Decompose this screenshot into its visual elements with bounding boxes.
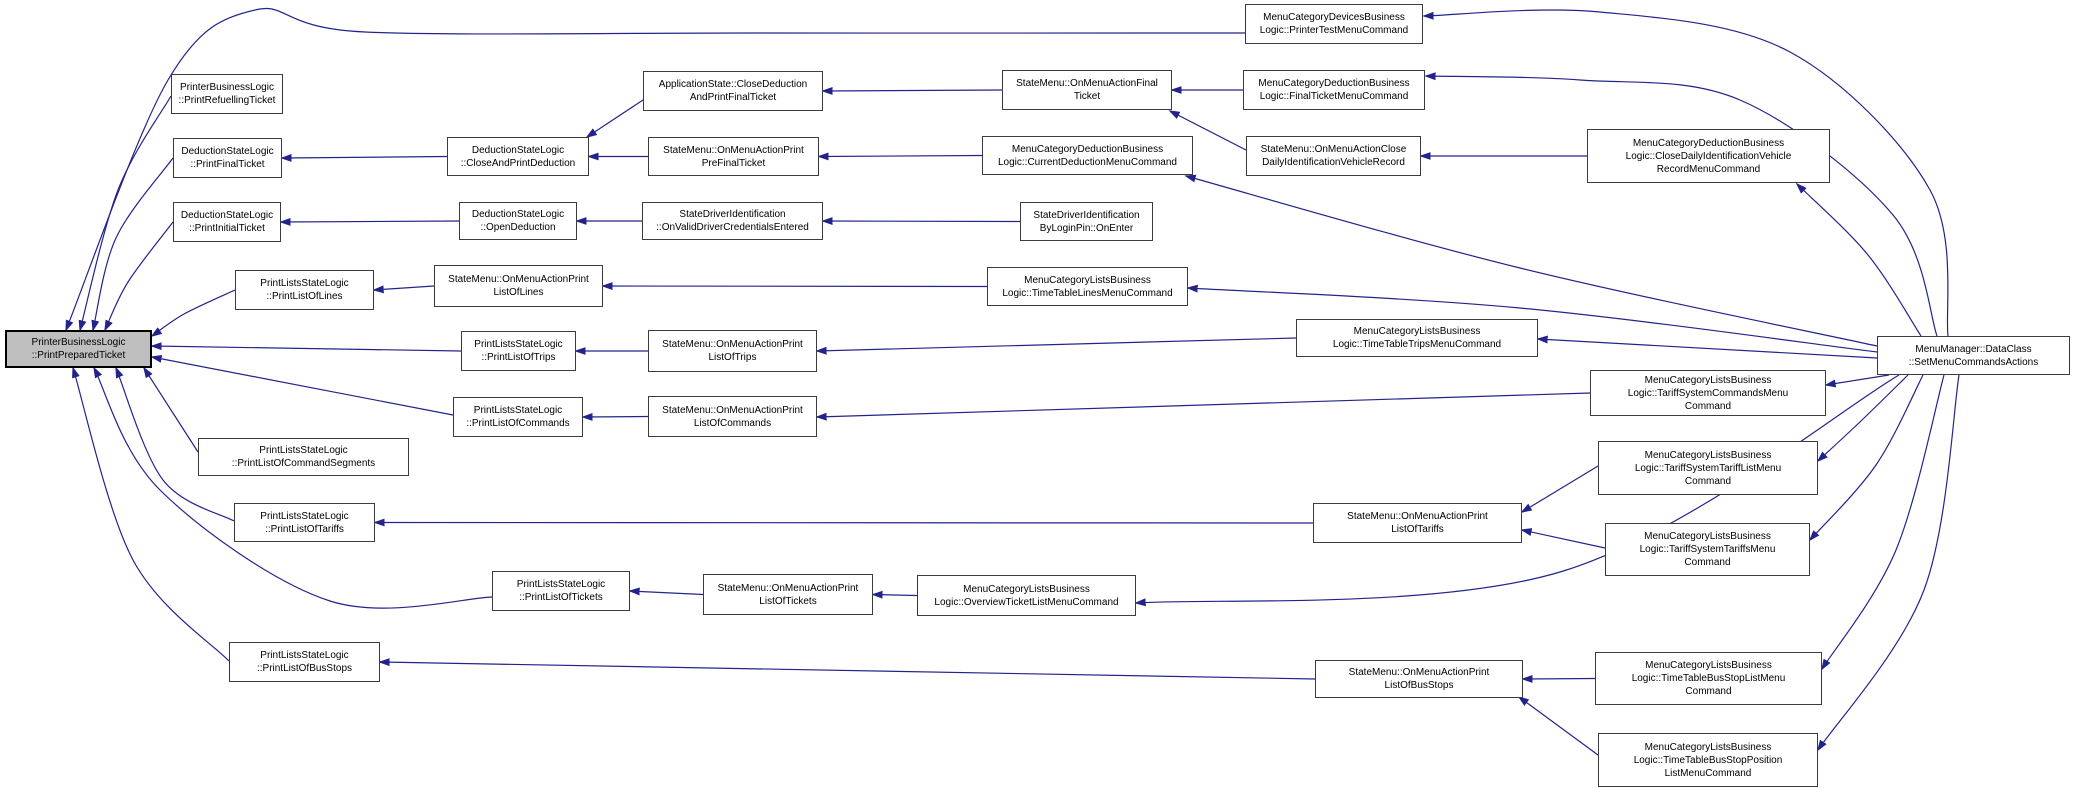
edge-on-menu-action-print-list-of-tickets-to-print-list-of-tickets	[628, 587, 704, 596]
node-tariff-system-tariffs-menu-command[interactable]: MenuCategoryListsBusiness Logic::TariffS…	[1605, 523, 1810, 576]
node-print-refuelling-ticket[interactable]: PrinterBusinessLogic ::PrintRefuellingTi…	[171, 74, 283, 114]
node-print-list-of-command-segments[interactable]: PrintListsStateLogic ::PrintListOfComman…	[198, 438, 409, 476]
node-print-list-of-tariffs[interactable]: PrintListsStateLogic ::PrintListOfTariff…	[234, 503, 375, 542]
node-time-table-lines-menu-command[interactable]: MenuCategoryListsBusiness Logic::TimeTab…	[987, 267, 1188, 306]
edge-set-menu-commands-actions-to-time-table-trips-menu-command	[1536, 335, 1878, 359]
edge-print-final-ticket-to-print-prepared-ticket	[91, 157, 174, 332]
edge-print-initial-ticket-to-print-prepared-ticket	[104, 221, 174, 332]
node-final-ticket-menu-command[interactable]: MenuCategoryDeductionBusiness Logic::Fin…	[1243, 70, 1425, 110]
node-close-deduction-and-print-final-ticket[interactable]: ApplicationState::CloseDeduction AndPrin…	[643, 71, 823, 111]
node-printer-test-menu-command[interactable]: MenuCategoryDevicesBusiness Logic::Print…	[1245, 4, 1423, 44]
edge-print-list-of-tickets-to-print-prepared-ticket	[93, 366, 493, 609]
edge-tariff-system-tariff-list-menu-command-to-on-menu-action-print-list-of-tariffs	[1520, 465, 1599, 513]
edge-print-list-of-bus-stops-to-print-prepared-ticket	[72, 366, 230, 662]
node-on-menu-action-print-list-of-commands[interactable]: StateMenu::OnMenuActionPrint ListOfComma…	[648, 396, 817, 437]
edge-set-menu-commands-actions-to-tariff-system-tariffs-menu-command	[1808, 374, 1924, 542]
node-close-daily-identification-vehicle-record-menu-command[interactable]: MenuCategoryDeductionBusiness Logic::Clo…	[1587, 129, 1830, 183]
edge-by-login-pin-on-enter-to-on-valid-driver-credentials-entered	[821, 217, 1021, 226]
edge-set-menu-commands-actions-to-time-table-bus-stop-list-menu-command	[1821, 374, 1945, 671]
node-print-prepared-ticket: PrinterBusinessLogic ::PrintPreparedTick…	[5, 330, 152, 368]
edge-time-table-bus-stop-list-menu-command-to-on-menu-action-print-list-of-bus-stops	[1521, 674, 1596, 683]
node-tariff-system-tariff-list-menu-command[interactable]: MenuCategoryListsBusiness Logic::TariffS…	[1598, 441, 1818, 495]
node-current-deduction-menu-command[interactable]: MenuCategoryDeductionBusiness Logic::Cur…	[982, 136, 1193, 175]
node-print-list-of-lines[interactable]: PrintListsStateLogic ::PrintListOfLines	[235, 270, 374, 310]
edge-on-menu-action-print-list-of-tariffs-to-print-list-of-tariffs	[373, 518, 1314, 527]
node-on-menu-action-print-list-of-tickets[interactable]: StateMenu::OnMenuActionPrint ListOfTicke…	[703, 574, 873, 615]
edge-close-and-print-deduction-to-print-final-ticket	[280, 153, 448, 162]
node-on-menu-action-print-pre-final-ticket[interactable]: StateMenu::OnMenuActionPrint PreFinalTic…	[648, 137, 819, 176]
edge-set-menu-commands-actions-to-final-ticket-menu-command	[1424, 72, 1938, 337]
node-print-list-of-tickets[interactable]: PrintListsStateLogic ::PrintListOfTicket…	[492, 571, 630, 611]
node-print-list-of-commands[interactable]: PrintListsStateLogic ::PrintListOfComman…	[453, 397, 583, 437]
edge-tariff-system-commands-menu-command-to-on-menu-action-print-list-of-commands	[815, 392, 1591, 421]
edge-print-refuelling-ticket-to-print-prepared-ticket	[78, 95, 172, 332]
edge-set-menu-commands-actions-to-time-table-bus-stop-position-list-menu-command	[1817, 374, 1960, 752]
node-set-menu-commands-actions[interactable]: MenuManager::DataClass ::SetMenuCommands…	[1877, 336, 2070, 375]
node-time-table-bus-stop-list-menu-command[interactable]: MenuCategoryListsBusiness Logic::TimeTab…	[1595, 652, 1822, 705]
node-on-menu-action-final-ticket[interactable]: StateMenu::OnMenuActionFinal Ticket	[1002, 70, 1172, 110]
node-tariff-system-commands-menu-command[interactable]: MenuCategoryListsBusiness Logic::TariffS…	[1590, 370, 1826, 416]
edge-on-menu-action-final-ticket-to-close-deduction-and-print-final-ticket	[821, 86, 1003, 95]
node-print-final-ticket[interactable]: DeductionStateLogic ::PrintFinalTicket	[173, 138, 282, 178]
edge-print-list-of-command-segments-to-print-prepared-ticket	[143, 366, 199, 453]
node-on-menu-action-print-list-of-lines[interactable]: StateMenu::OnMenuActionPrint ListOfLines	[434, 265, 603, 307]
edge-time-table-trips-menu-command-to-on-menu-action-print-list-of-trips	[815, 337, 1297, 355]
edge-print-list-of-trips-to-print-prepared-ticket	[150, 342, 462, 352]
edge-overview-ticket-list-menu-command-to-on-menu-action-print-list-of-tickets	[871, 590, 918, 599]
edge-on-menu-action-print-list-of-bus-stops-to-print-list-of-bus-stops	[378, 658, 1316, 680]
node-on-menu-action-close-daily-identification-vehicle-record[interactable]: StateMenu::OnMenuActionClose DailyIdenti…	[1246, 136, 1421, 176]
node-by-login-pin-on-enter[interactable]: StateDriverIdentification ByLoginPin::On…	[1020, 202, 1153, 241]
node-print-list-of-trips[interactable]: PrintListsStateLogic ::PrintListOfTrips	[461, 331, 576, 371]
edge-close-deduction-and-print-final-ticket-to-close-and-print-deduction	[585, 99, 644, 138]
edge-tariff-system-tariffs-menu-command-to-on-menu-action-print-list-of-tariffs	[1520, 528, 1606, 549]
node-time-table-trips-menu-command[interactable]: MenuCategoryListsBusiness Logic::TimeTab…	[1296, 319, 1538, 357]
node-print-list-of-bus-stops[interactable]: PrintListsStateLogic ::PrintListOfBusSto…	[229, 642, 380, 682]
edge-print-list-of-commands-to-print-prepared-ticket	[150, 354, 454, 416]
node-overview-ticket-list-menu-command[interactable]: MenuCategoryListsBusiness Logic::Overvie…	[917, 575, 1136, 616]
node-on-menu-action-print-list-of-bus-stops[interactable]: StateMenu::OnMenuActionPrint ListOfBusSt…	[1315, 660, 1523, 698]
node-on-menu-action-print-list-of-trips[interactable]: StateMenu::OnMenuActionPrint ListOfTrips	[648, 330, 817, 372]
edge-time-table-lines-menu-command-to-on-menu-action-print-list-of-lines	[601, 282, 988, 291]
edge-print-list-of-lines-to-print-prepared-ticket	[150, 289, 236, 337]
edge-set-menu-commands-actions-to-close-daily-identification-vehicle-record-menu-command	[1795, 182, 1922, 337]
edge-current-deduction-menu-command-to-on-menu-action-print-pre-final-ticket	[817, 152, 983, 161]
edge-set-menu-commands-actions-to-tariff-system-tariff-list-menu-command	[1816, 374, 1909, 463]
edge-time-table-bus-stop-position-list-menu-command-to-on-menu-action-print-list-of-bus-stops	[1517, 695, 1599, 756]
node-print-initial-ticket[interactable]: DeductionStateLogic ::PrintInitialTicket	[173, 202, 281, 242]
edge-on-menu-action-print-list-of-commands-to-print-list-of-commands	[581, 412, 649, 421]
edge-on-menu-action-print-list-of-lines-to-print-list-of-lines	[372, 285, 435, 294]
node-time-table-bus-stop-position-list-menu-command[interactable]: MenuCategoryListsBusiness Logic::TimeTab…	[1598, 733, 1818, 787]
node-on-menu-action-print-list-of-tariffs[interactable]: StateMenu::OnMenuActionPrint ListOfTarif…	[1313, 503, 1522, 543]
node-close-and-print-deduction[interactable]: DeductionStateLogic ::CloseAndPrintDeduc…	[447, 137, 589, 176]
node-open-deduction[interactable]: DeductionStateLogic ::OpenDeduction	[459, 202, 577, 240]
edge-open-deduction-to-print-initial-ticket	[279, 217, 460, 226]
edge-set-menu-commands-actions-to-tariff-system-commands-menu-command	[1824, 374, 1890, 388]
node-on-valid-driver-credentials-entered[interactable]: StateDriverIdentification ::OnValidDrive…	[642, 202, 823, 240]
